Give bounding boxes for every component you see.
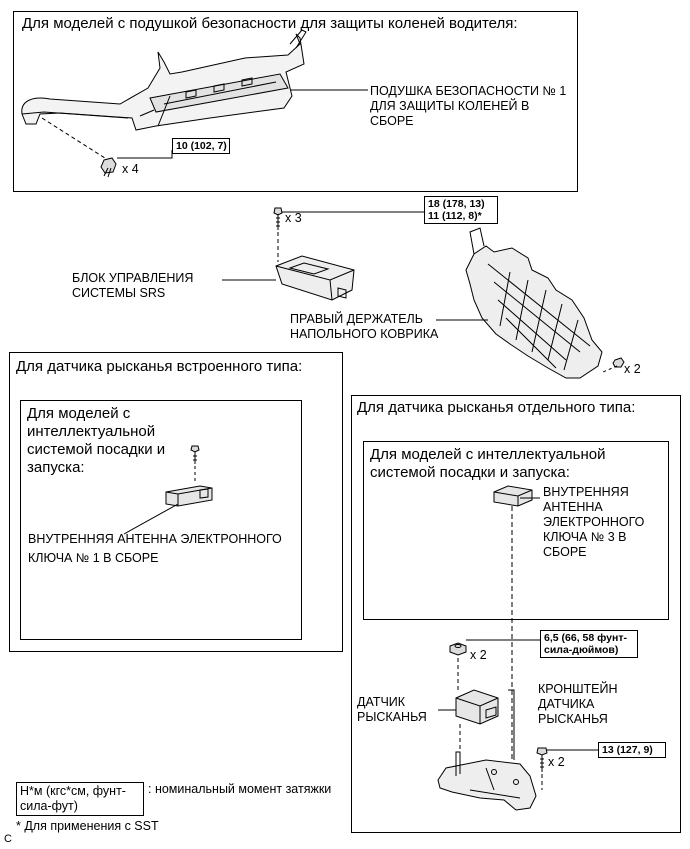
key-antenna-1-label-leader	[123, 503, 179, 535]
knee-airbag-torque-value: 10 (102, 7)	[176, 140, 227, 152]
knee-airbag-leader-dashed	[41, 117, 109, 161]
yaw-nut-qty: x 2	[470, 648, 487, 662]
yaw-bracket-bolt-icon	[536, 747, 548, 772]
builtin-yaw-inner-title: Для моделей с интеллектуальной системой …	[27, 405, 166, 476]
floor-mat-clip-icon	[612, 357, 625, 368]
knee-airbag-torque-leader	[117, 150, 173, 159]
srs-torque-spec: 18 (178, 13) 11 (112, 8)*	[424, 196, 498, 224]
yaw-sensor-label: ДАТЧИК РЫСКАНЬЯ	[357, 695, 427, 724]
legend-sst-note: * Для применения с SST	[16, 819, 159, 833]
knee-airbag-bolt-icon	[100, 157, 117, 178]
yaw-bracket-bolt-torque-spec: 13 (127, 9)	[598, 742, 666, 758]
knee-airbag-drawing	[21, 29, 307, 131]
builtin-yaw-section-title: Для датчика рысканья встроенного типа:	[16, 358, 303, 375]
yaw-sensor-drawing	[455, 689, 499, 725]
separate-yaw-inner-section	[363, 441, 669, 620]
key-antenna-1-drawing	[165, 485, 213, 507]
yaw-bracket-bolt-qty: x 2	[548, 755, 565, 769]
yaw-nut-torque-spec: 6,5 (66, 58 фунт-сила-дюймов)	[540, 630, 638, 658]
key-antenna-1-bolt-icon	[190, 445, 200, 464]
yaw-nut-icon	[449, 642, 467, 656]
yaw-bracket-label: КРОНШТЕЙН ДАТЧИКА РЫСКАНЬЯ	[538, 682, 618, 726]
legend-unit-text: Н*м (кгс*см, фунт-сила-фут)	[20, 784, 126, 813]
yaw-bracket-label-leader	[508, 689, 515, 760]
knee-airbag-part-label: ПОДУШКА БЕЗОПАСНОСТИ № 1 ДЛЯ ЗАЩИТЫ КОЛЕ…	[370, 84, 567, 128]
yaw-bracket-bolt-torque-value: 13 (127, 9)	[602, 744, 653, 756]
key-antenna-3-drawing	[493, 485, 533, 507]
knee-airbag-bolt-qty: x 4	[122, 162, 139, 176]
yaw-nut-torque-value: 6,5 (66, 58 фунт-сила-дюймов)	[544, 632, 627, 656]
legend-meaning: : номинальный момент затяжки	[148, 782, 332, 796]
srs-unit-label: БЛОК УПРАВЛЕНИЯ СИСТЕМЫ SRS	[72, 271, 194, 300]
srs-unit-drawing	[275, 255, 355, 301]
srs-bolt-icon	[273, 207, 283, 230]
srs-torque-value-1: 18 (178, 13)	[428, 198, 485, 210]
knee-airbag-torque-spec: 10 (102, 7)	[172, 138, 230, 154]
floor-mat-clip-qty: x 2	[624, 362, 641, 376]
knee-airbag-section-title: Для моделей с подушкой безопасности для …	[22, 15, 518, 32]
separate-yaw-section-title: Для датчика рысканья отдельного типа:	[357, 399, 636, 416]
floor-mat-holder-drawing	[465, 227, 603, 379]
srs-bolt-qty: x 3	[285, 211, 302, 225]
separate-yaw-inner-title: Для моделей с интеллектуальной системой …	[370, 446, 606, 481]
floor-mat-holder-label: ПРАВЫЙ ДЕРЖАТЕЛЬ НАПОЛЬНОГО КОВРИКА	[290, 312, 439, 341]
builtin-yaw-inner-section	[20, 400, 302, 640]
corner-mark: C	[4, 833, 12, 845]
yaw-bracket-drawing	[437, 751, 537, 811]
legend-unit-box: Н*м (кгс*см, фунт-сила-фут)	[16, 782, 144, 816]
key-antenna-1-label: ВНУТРЕННЯЯ АНТЕННА ЭЛЕКТРОННОГО КЛЮЧА № …	[28, 532, 282, 565]
srs-torque-value-2: 11 (112, 8)*	[428, 210, 482, 222]
key-antenna-3-label: ВНУТРЕННЯЯ АНТЕННА ЭЛЕКТРОННОГО КЛЮЧА № …	[543, 485, 645, 559]
